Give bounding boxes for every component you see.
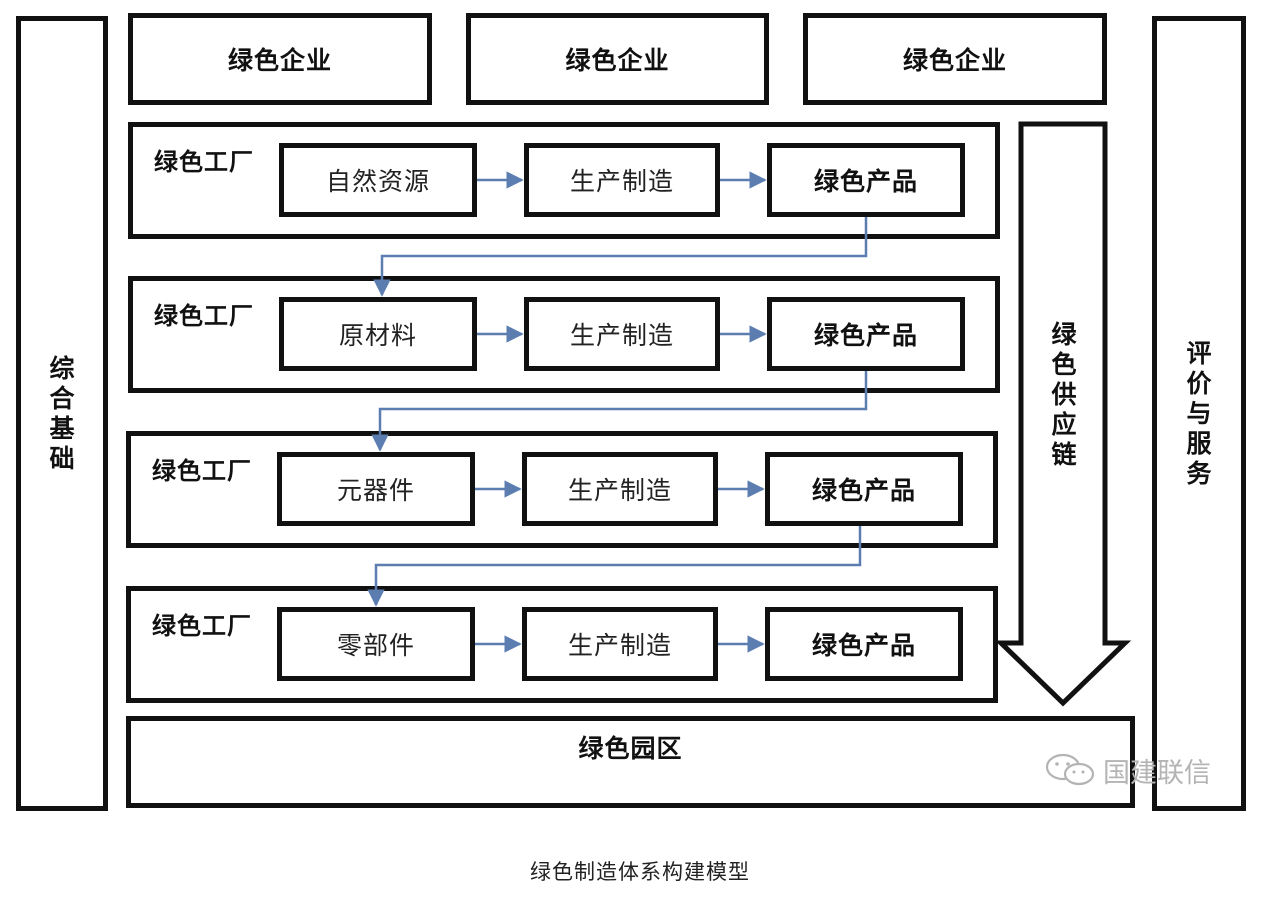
evaluation-service-bar: 评价与服务 bbox=[1152, 16, 1246, 811]
factory-label: 绿色工厂 bbox=[154, 148, 254, 176]
product-label: 绿色产品 bbox=[813, 167, 918, 196]
comprehensive-foundation-label: 综合基础 bbox=[49, 353, 75, 473]
input-box: 元器件 bbox=[277, 452, 475, 526]
enterprise-label: 绿色企业 bbox=[902, 46, 1007, 75]
enterprise-box-1: 绿色企业 bbox=[128, 13, 432, 105]
enterprise-box-3: 绿色企业 bbox=[803, 13, 1107, 105]
figure-caption: 绿色制造体系构建模型 bbox=[530, 860, 750, 884]
factory-label: 绿色工厂 bbox=[152, 612, 252, 640]
process-box: 生产制造 bbox=[522, 452, 718, 526]
wechat-logo-icon bbox=[1045, 753, 1095, 786]
factory-label: 绿色工厂 bbox=[152, 457, 252, 485]
input-label: 原材料 bbox=[338, 321, 417, 350]
process-box: 生产制造 bbox=[524, 297, 720, 371]
green-park-box: 绿色园区 bbox=[126, 716, 1135, 808]
enterprise-label: 绿色企业 bbox=[227, 46, 332, 75]
watermark-text: 国建联信 bbox=[1103, 757, 1211, 789]
evaluation-service-label: 评价与服务 bbox=[1186, 338, 1212, 488]
enterprise-label: 绿色企业 bbox=[565, 46, 670, 75]
product-label: 绿色产品 bbox=[811, 631, 916, 660]
process-label: 生产制造 bbox=[569, 321, 674, 350]
process-box: 生产制造 bbox=[524, 143, 720, 217]
watermark: 国建联信 bbox=[1045, 750, 1211, 790]
product-label: 绿色产品 bbox=[813, 321, 918, 350]
comprehensive-foundation-bar: 综合基础 bbox=[16, 16, 108, 811]
process-label: 生产制造 bbox=[569, 167, 674, 196]
input-box: 零部件 bbox=[277, 607, 475, 681]
process-box: 生产制造 bbox=[522, 607, 718, 681]
product-label: 绿色产品 bbox=[811, 476, 916, 505]
green-park-label: 绿色园区 bbox=[578, 734, 683, 763]
input-label: 零部件 bbox=[336, 631, 415, 660]
enterprise-box-2: 绿色企业 bbox=[466, 13, 769, 105]
product-box: 绿色产品 bbox=[767, 297, 965, 371]
product-box: 绿色产品 bbox=[765, 607, 963, 681]
supply-chain-label: 绿色供应链 bbox=[1051, 320, 1077, 469]
product-box: 绿色产品 bbox=[767, 143, 965, 217]
input-box: 原材料 bbox=[279, 297, 477, 371]
input-box: 自然资源 bbox=[279, 143, 477, 217]
input-label: 元器件 bbox=[336, 476, 415, 505]
process-label: 生产制造 bbox=[567, 476, 672, 505]
process-label: 生产制造 bbox=[567, 631, 672, 660]
factory-label: 绿色工厂 bbox=[154, 302, 254, 330]
product-box: 绿色产品 bbox=[765, 452, 963, 526]
input-label: 自然资源 bbox=[325, 167, 430, 196]
